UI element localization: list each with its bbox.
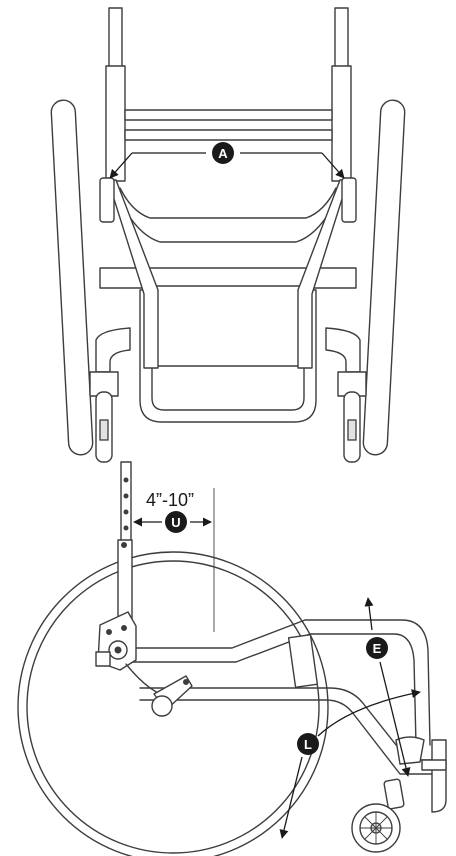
left-main-wheel	[50, 99, 94, 456]
right-front-frame-tube	[297, 179, 349, 369]
left-caster-arm	[95, 327, 131, 373]
seat-front-edge	[119, 187, 337, 219]
left-front-frame-tube	[107, 179, 159, 369]
callout-l-arc-right	[317, 689, 421, 737]
post-hole	[123, 493, 129, 499]
right-axle-plate	[341, 177, 357, 223]
backrest-offset-measurement: 4”-10”	[146, 490, 194, 510]
side-main-wheel-inner	[26, 560, 320, 854]
callout-u-badge	[165, 511, 187, 533]
footrest-plate	[149, 285, 307, 367]
angle-e-arrow-down	[379, 661, 411, 777]
backrest-crossbar-lower	[124, 129, 333, 141]
angle-e-arrow-up	[364, 597, 374, 631]
right-push-handle	[334, 7, 349, 69]
left-push-handle	[108, 7, 123, 69]
right-backrest-tube	[331, 65, 352, 182]
post-hole	[123, 477, 129, 483]
left-caster-hub	[99, 419, 109, 441]
front-view: A	[50, 7, 406, 463]
axle-hole	[106, 629, 112, 635]
seat-rear-edge	[123, 207, 333, 243]
right-main-wheel	[362, 99, 406, 456]
right-caster-hub	[347, 419, 357, 441]
callout-e-letter: E	[373, 641, 382, 656]
footrest-bracket	[431, 739, 447, 813]
lower-frame-tube-bottom	[139, 699, 441, 775]
callout-u-letter: U	[171, 515, 180, 530]
callout-a-letter: A	[218, 146, 228, 161]
callout-l-badge	[297, 733, 319, 755]
side-view: U 4”-10” E L	[17, 461, 447, 856]
side-main-wheel-outer	[17, 551, 329, 856]
axle-hole	[121, 625, 127, 631]
seat-frame-tube-bottom	[129, 633, 417, 746]
callout-a-arrow-right	[321, 152, 345, 179]
caster-stem-housing	[395, 736, 425, 765]
callout-a-badge	[212, 142, 234, 164]
wheel-lock-pivot	[183, 679, 189, 685]
callout-a-arrow-left	[109, 152, 133, 179]
seat-support-strut	[287, 634, 319, 688]
post-hole	[123, 509, 129, 515]
post-hole	[123, 525, 129, 531]
post-hole	[121, 542, 127, 548]
caster-fork-side	[383, 778, 405, 810]
callout-e-badge	[366, 637, 388, 659]
callout-l-letter: L	[304, 737, 312, 752]
right-caster-arm	[325, 327, 361, 373]
callout-l-arrow-down	[279, 756, 303, 839]
left-axle-plate	[99, 177, 115, 223]
seat-frame-tube-top	[129, 619, 431, 746]
axle-bolt	[95, 651, 111, 667]
caster-spokes	[360, 812, 392, 844]
axle-pin	[114, 646, 122, 654]
wheel-lock-knob	[151, 695, 173, 717]
footrest-clamp	[421, 759, 447, 771]
lower-frame-tube-top	[139, 687, 441, 761]
backrest-crossbar-upper	[124, 109, 333, 121]
